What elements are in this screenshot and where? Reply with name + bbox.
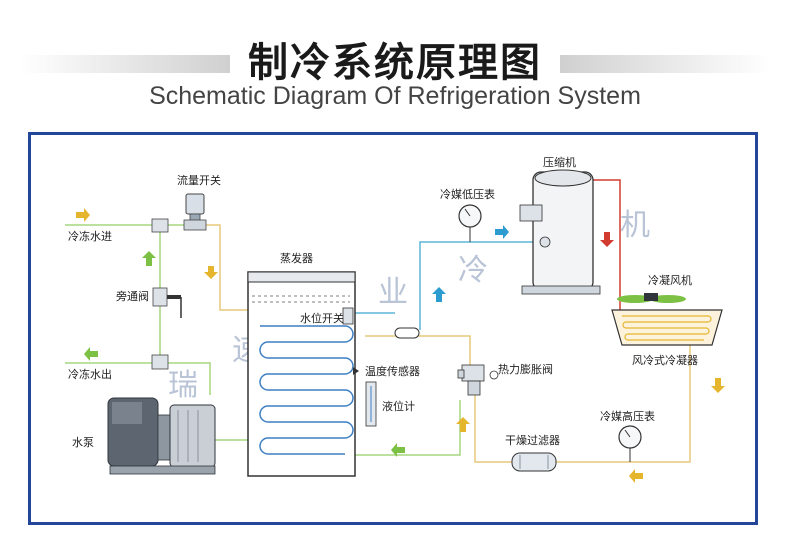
filter-drier-label: 干燥过滤器 [505,434,560,447]
high-pressure-gauge-label: 冷媒高压表 [600,409,655,423]
sight-glass [394,327,420,339]
chilled-water-out-label: 冷冻水出 [68,367,112,381]
suction-line-piping [355,241,540,330]
level-gauge-label: 液位计 [382,399,415,413]
flow-switch-label: 流量开关 [177,173,221,187]
arrow-down-icon [204,266,218,279]
arrow-right-icon [76,208,90,222]
title-right-decor [560,55,770,73]
condenser-label: 风冷式冷凝器 [632,353,698,367]
evaporator-label: 蒸发器 [280,251,313,265]
watermark-char: 瑞 [168,368,198,403]
watermark-char: 机 [620,208,650,243]
arrow-up-icon [142,251,156,266]
diagram-frame [28,132,758,525]
watermark-char: 业 [378,275,408,310]
arrow-left-icon [629,469,643,483]
arrow-down-icon [711,378,725,393]
liquid-line-piping [205,224,691,463]
arrow-left-icon [84,347,98,361]
flow-switch: 流量开关 [177,173,221,231]
arrow-left-icon [391,443,405,457]
water-level-switch-label: 水位开关 [300,311,344,325]
arrow-up-icon [432,287,446,302]
water-level-switch: 水位开关 [300,307,354,325]
evaporator-tank: 蒸发器 [247,251,356,477]
high-pressure-gauge: 冷媒高压表 [600,409,655,462]
air-cooled-condenser: 风冷式冷凝器 [611,309,723,367]
condenser-fan: 冷凝风机 [617,273,692,303]
page-subtitle: Schematic Diagram Of Refrigeration Syste… [149,82,641,110]
thermal-expansion-valve: 热力膨胀阀 [457,362,553,396]
arrow-up-icon [456,417,470,432]
flow-arrows [76,208,725,483]
evaporator-coil [259,325,354,455]
water-pump: 水泵 [72,397,216,475]
low-pressure-gauge: 冷媒低压表 [440,187,495,242]
title-left-decor [20,55,230,73]
compressor: 压缩机 [519,155,601,295]
compressor-label: 压缩机 [543,155,576,169]
temp-sensor-label: 温度传感器 [365,364,420,378]
low-pressure-gauge-label: 冷媒低压表 [440,187,495,201]
inlet-tee [151,218,169,233]
bypass-valve-label: 旁通阀 [116,289,149,303]
level-gauge: 液位计 [365,381,415,427]
bypass-valve: 旁通阀 [116,287,182,318]
chilled-water-in-label: 冷冻水进 [68,229,112,243]
expansion-valve-label: 热力膨胀阀 [498,362,553,376]
pump-label: 水泵 [72,436,94,449]
temperature-sensor: 温度传感器 [353,364,420,378]
condenser-fan-label: 冷凝风机 [648,273,692,287]
watermark-char: 冷 [458,253,488,288]
filter-drier: 干燥过滤器 [505,434,560,472]
arrow-down-icon [600,232,614,247]
page-title: 制冷系统原理图 [248,40,542,86]
arrow-right-icon [495,225,509,239]
outlet-tee [151,354,169,370]
